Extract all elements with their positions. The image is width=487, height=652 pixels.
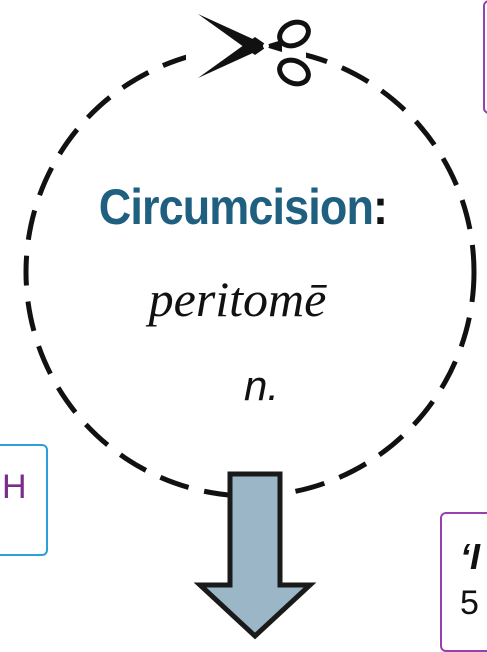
part-of-speech: n. [243,362,280,409]
left-box-text: H [2,468,27,506]
term-name: Circumcision [98,179,374,235]
right-box-text-2: 5 [460,584,479,622]
scissors-icon [186,10,311,87]
right-top-box [483,0,487,114]
transliteration: peritomē [148,271,327,327]
left-box: H [0,444,48,556]
down-arrow-icon [193,471,317,640]
term-heading: Circumcision: [24,178,462,236]
term-colon: : [373,179,388,235]
right-bottom-box: ‘I 5 [440,512,487,652]
right-box-text-1: ‘I [460,536,481,577]
